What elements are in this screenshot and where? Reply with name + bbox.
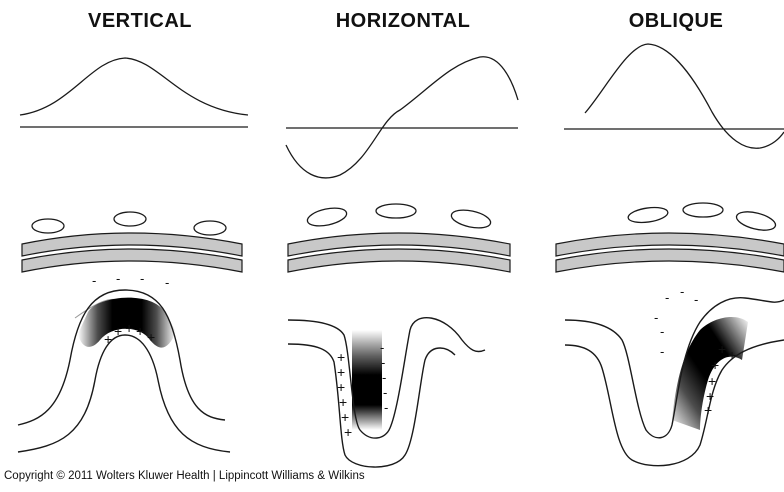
electrode-ellipse [735, 208, 778, 233]
positive-charge: + [337, 349, 345, 365]
negative-charge: - [665, 290, 669, 305]
positive-charge: + [337, 379, 345, 395]
negative-charge: - [382, 370, 386, 385]
horizontal-skull-schematic [288, 204, 510, 272]
positive-charge: + [344, 424, 352, 440]
cortex-outer-line [288, 318, 485, 438]
cortex-inner-line [18, 335, 230, 452]
electrode-ellipse [32, 219, 64, 233]
positive-charge: + [147, 329, 155, 345]
negative-charge: - [116, 271, 120, 286]
vertical-skull-schematic [22, 212, 242, 272]
positive-charge: + [337, 364, 345, 380]
electrode-ellipse [627, 205, 669, 224]
oblique-skull-schematic [556, 203, 784, 272]
positive-charge: + [104, 331, 112, 347]
vertical-column: - - - - + + + + + [18, 58, 248, 452]
positive-charge: + [125, 320, 133, 336]
skull-band [22, 249, 242, 272]
negative-charge: - [694, 292, 698, 307]
negative-charge: - [654, 310, 658, 325]
oblique-column: - - - - - - + + + + + + [556, 44, 784, 466]
electrode-ellipse [683, 203, 723, 217]
skull-band [556, 249, 784, 272]
horizontal-waveform [286, 57, 518, 178]
oblique-biphasic-curve [585, 44, 784, 148]
vertical-bell-curve [20, 58, 248, 115]
electrode-ellipse [376, 204, 416, 218]
negative-charge: - [92, 273, 96, 288]
positive-charge: + [114, 323, 122, 339]
negative-charge: - [140, 271, 144, 286]
negative-charge: - [660, 344, 664, 359]
dipole-orientation-diagram: - - - - + + + + + + + + [0, 0, 784, 470]
positive-charge: + [136, 323, 144, 339]
skull-band [288, 249, 510, 272]
positive-charge: + [708, 373, 716, 389]
positive-charge: + [341, 409, 349, 425]
electrode-ellipse [306, 205, 348, 229]
negative-charge: - [380, 340, 384, 355]
oblique-waveform [564, 44, 784, 148]
horizontal-biphasic-curve [286, 57, 518, 178]
positive-charge: + [728, 347, 736, 363]
electrode-ellipse [114, 212, 146, 226]
vertical-cortex: - - - - + + + + + [18, 271, 230, 452]
horizontal-cortex: + + + + + + - - - - - [288, 318, 485, 467]
electrode-ellipse [450, 207, 492, 231]
copyright-notice: Copyright © 2011 Wolters Kluwer Health |… [4, 470, 365, 482]
positive-charge: + [704, 402, 712, 418]
positive-charge: + [711, 357, 719, 373]
negative-charge: - [165, 275, 169, 290]
horizontal-column: + + + + + + - - - - - [286, 57, 518, 467]
negative-charge: - [680, 284, 684, 299]
positive-charge: + [339, 394, 347, 410]
horizontal-dipole-source [352, 330, 382, 430]
negative-charge: - [381, 355, 385, 370]
oblique-cortex: - - - - - - + + + + + + [565, 284, 784, 466]
negative-charge: - [384, 400, 388, 415]
vertical-waveform [20, 58, 248, 127]
negative-charge: - [383, 385, 387, 400]
electrode-ellipse [194, 221, 226, 235]
negative-charge: - [660, 324, 664, 339]
positive-charge: + [718, 341, 726, 357]
